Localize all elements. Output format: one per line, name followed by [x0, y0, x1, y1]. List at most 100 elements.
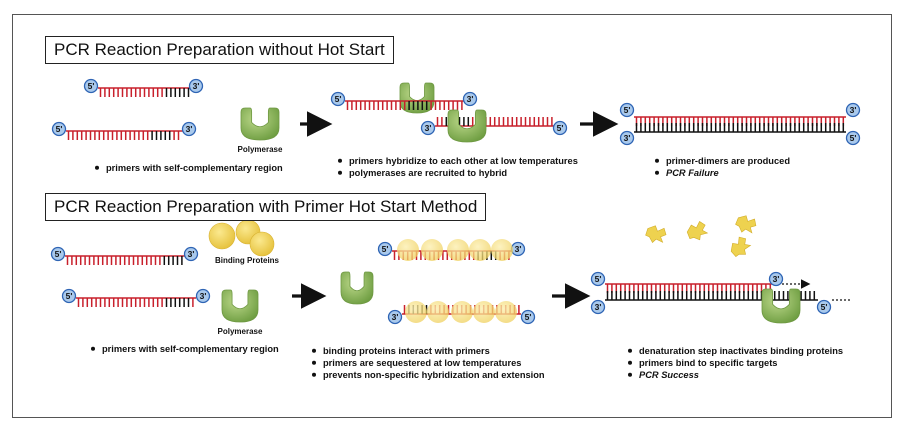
- five-prime-end-s1p3-top-label: 5': [624, 105, 631, 115]
- five-prime-end-s2p1-a-label: 5': [55, 249, 62, 259]
- three-prime-end-s1p1-b-label: 3': [186, 124, 193, 134]
- s2p2-bullet-text: primers are sequestered at low temperatu…: [323, 358, 521, 368]
- s2p2-bullet-dot: [312, 360, 316, 365]
- five-prime-end-s1p2-bottom-circle: [552, 120, 568, 136]
- s2p3-denatured-protein-c: [735, 215, 757, 234]
- three-prime-end-s2p3-bottom: 3': [590, 299, 606, 315]
- five-prime-end-s2p2-top-circle: [377, 241, 393, 257]
- three-prime-end-s1p1-a-circle: [188, 78, 204, 94]
- s1p2-polymerase-bottom-body: [447, 109, 487, 143]
- s1p3-bullet-text: primer-dimers are produced: [666, 156, 790, 166]
- three-prime-end-s1p3-top-circle: [845, 102, 861, 118]
- s2p2-binding-protein-top-2: [447, 239, 469, 261]
- five-prime-end-s2p2-bottom-label: 5': [525, 312, 532, 322]
- five-prime-end-s1p3-bottom-label: 5': [850, 133, 857, 143]
- three-prime-end-s1p2-bottom-label: 3': [425, 123, 432, 133]
- five-prime-end-s1p3-top-circle: [619, 102, 635, 118]
- s2p3-polymerase-body: [761, 288, 801, 324]
- s2p3-template-bottom: [605, 291, 818, 301]
- s1p3-bullet-dot: [655, 170, 659, 175]
- five-prime-end-s1p1-a-circle: [83, 78, 99, 94]
- three-prime-end-s2p1-a-label: 3': [188, 249, 195, 259]
- three-prime-end-s1p3-top-label: 3': [850, 105, 857, 115]
- three-prime-end-s2p3-top: 3': [768, 271, 784, 287]
- three-prime-end-s1p1-b: 3': [181, 121, 197, 137]
- s1p1-polymerase: [240, 107, 280, 141]
- three-prime-end-s1p2-top: 3': [462, 91, 478, 107]
- s2p1-bullet-dot: [91, 346, 95, 351]
- s1p2-bullet-dot: [338, 158, 342, 163]
- three-prime-end-s2p2-top-label: 3': [515, 244, 522, 254]
- five-prime-end-s1p3-bottom-circle: [845, 130, 861, 146]
- s1p3-dimer-top: [634, 116, 846, 126]
- s2p2-bullet-text: binding proteins interact with primers: [323, 346, 490, 356]
- s2p2-binding-protein-top-0: [397, 239, 419, 261]
- five-prime-end-s1p1-b-circle: [51, 121, 67, 137]
- s1p2-bullet-text: polymerases are recruited to hybrid: [349, 168, 507, 178]
- s2p3-denatured-protein-c-shape: [735, 215, 757, 234]
- five-prime-end-s2p3-top-label: 5': [595, 274, 602, 284]
- three-prime-end-s2p1-a: 3': [183, 246, 199, 262]
- five-prime-end-s2p2-bottom: 5': [520, 309, 536, 325]
- s1p1-primer-a: [98, 87, 190, 97]
- s1p1-polymerase-label: Polymerase: [238, 145, 283, 154]
- five-prime-end-s1p1-a-label: 5': [88, 81, 95, 91]
- s2p3-denatured-protein-b-shape: [686, 221, 709, 241]
- s2p1-binding-protein-a: [208, 222, 236, 250]
- three-prime-end-s1p3-bottom-label: 3': [624, 133, 631, 143]
- s1p1-bullet-text: primers with self-complementary region: [106, 163, 283, 173]
- s1p2-bullet-text: primers hybridize to each other at low t…: [349, 156, 578, 166]
- section-title-with-hot-start: PCR Reaction Preparation with Primer Hot…: [45, 193, 487, 221]
- s1p3-dimer-bottom: [634, 123, 846, 133]
- s2p3-bullet-text: primers bind to specific targets: [639, 358, 777, 368]
- s2p1-bullet-text: primers with self-complementary region: [102, 344, 279, 354]
- three-prime-end-s1p3-bottom: 3': [619, 130, 635, 146]
- s1p2-primer-top: [345, 100, 465, 110]
- five-prime-end-s2p3-top-circle: [590, 271, 606, 287]
- s2p3-bullet-dot: [628, 360, 632, 365]
- s1p2-bullet-dot: [338, 170, 342, 175]
- five-prime-end-s2p3-top: 5': [590, 271, 606, 287]
- five-prime-end-s2p3-bottom-label: 5': [821, 302, 828, 312]
- s2p1-binding-protein-c: [249, 231, 275, 257]
- three-prime-end-s1p1-a-label: 3': [193, 81, 200, 91]
- s2p2-binding-protein-bottom-0: [405, 301, 427, 323]
- s1p1-polymerase-body: [240, 107, 280, 141]
- three-prime-end-s2p2-bottom-circle: [387, 309, 403, 325]
- three-prime-end-s1p2-top-label: 3': [467, 94, 474, 104]
- five-prime-end-s1p1-b-label: 5': [56, 124, 63, 134]
- three-prime-end-s1p3-bottom-circle: [619, 130, 635, 146]
- three-prime-end-s1p2-bottom-circle: [420, 120, 436, 136]
- three-prime-end-s2p1-b-circle: [195, 288, 211, 304]
- s2p3-bullet-dot: [628, 348, 632, 353]
- s2p3-denatured-protein-a: [645, 225, 667, 243]
- s2p3-denatured-protein-d-shape: [730, 236, 752, 257]
- s2p2-polymerase-body: [340, 271, 374, 305]
- five-prime-end-s2p3-bottom-circle: [816, 299, 832, 315]
- three-prime-end-s1p1-a: 3': [188, 78, 204, 94]
- s2p2-binding-protein-top-1: [421, 239, 443, 261]
- five-prime-end-s2p3-bottom: 5': [816, 299, 832, 315]
- three-prime-end-s2p2-top: 3': [510, 241, 526, 257]
- five-prime-end-s1p2-top: 5': [330, 91, 346, 107]
- s1p1-bullet-dot: [95, 165, 99, 170]
- five-prime-end-s1p2-top-circle: [330, 91, 346, 107]
- five-prime-end-s1p3-bottom: 5': [845, 130, 861, 146]
- s2p3-bullet-text: denaturation step inactivates binding pr…: [639, 346, 843, 356]
- three-prime-end-s2p3-bottom-label: 3': [595, 302, 602, 312]
- three-prime-end-s2p1-b-label: 3': [200, 291, 207, 301]
- five-prime-end-s2p2-top-label: 5': [382, 244, 389, 254]
- three-prime-end-s2p3-top-label: 3': [773, 274, 780, 284]
- five-prime-end-s2p1-a: 5': [50, 246, 66, 262]
- section-title-without-hot-start: PCR Reaction Preparation without Hot Sta…: [45, 36, 394, 64]
- three-prime-end-s2p3-top-circle: [768, 271, 784, 287]
- s2p3-polymerase: [761, 288, 801, 324]
- five-prime-end-s1p1-a: 5': [83, 78, 99, 94]
- three-prime-end-s1p2-bottom: 3': [420, 120, 436, 136]
- three-prime-end-s2p3-bottom-circle: [590, 299, 606, 315]
- s2p2-binding-protein-bottom-1: [427, 301, 449, 323]
- s2p3-denatured-protein-b: [686, 221, 709, 241]
- s2p3-bullet-text: PCR Success: [639, 370, 699, 380]
- s2p1-polymerase: [221, 289, 259, 323]
